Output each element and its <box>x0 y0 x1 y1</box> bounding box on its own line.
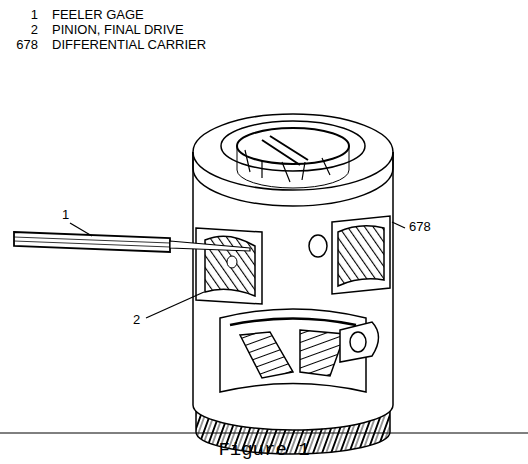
figure-caption: Figure 1 <box>218 441 309 460</box>
callout-number: 2 <box>133 313 140 326</box>
differential-carrier <box>193 114 393 454</box>
key-number: 2 <box>31 23 38 36</box>
callout-number: 678 <box>409 220 431 233</box>
key-text: FEELER GAGE <box>52 8 144 21</box>
key-text: PINION, FINAL DRIVE <box>52 23 184 36</box>
callout-number: 1 <box>62 208 69 221</box>
key-text: DIFFERENTIAL CARRIER <box>52 38 206 51</box>
caption-rule <box>0 433 528 434</box>
key-number: 678 <box>16 38 38 51</box>
leader-lines <box>70 222 405 318</box>
key-number: 1 <box>31 8 38 21</box>
feeler-gage <box>14 232 250 252</box>
